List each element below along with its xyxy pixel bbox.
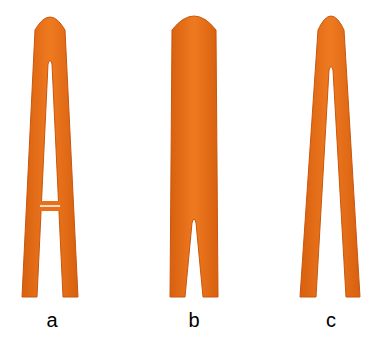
- panel-label: a: [46, 310, 57, 330]
- shape-c: [300, 16, 360, 297]
- panel-label: b: [188, 310, 199, 330]
- shape-a: [22, 17, 78, 297]
- shape-b: [170, 16, 218, 297]
- panel-label: c: [326, 310, 336, 330]
